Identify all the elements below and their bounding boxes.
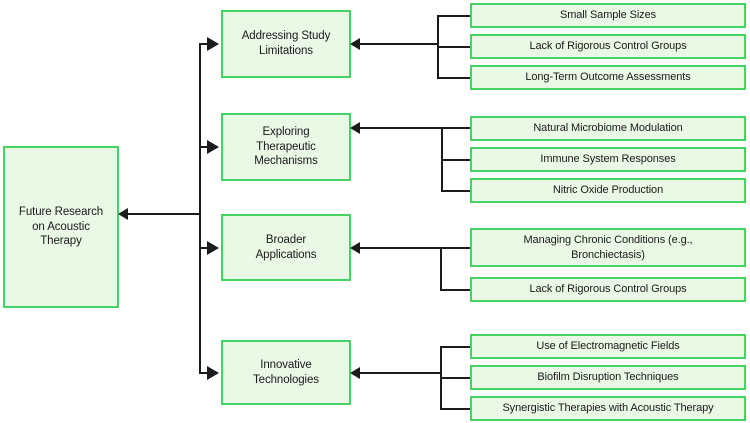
- branch-node-label: Addressing Study Limitations: [241, 30, 331, 57]
- leaf-node-use-of-electromagnetic-fields[interactable]: Use of Electromagnetic Fields: [470, 334, 746, 359]
- leaf-node-label: Biofilm Disruption Techniques: [537, 371, 679, 384]
- leaf-node-managing-chronic-conditions[interactable]: Managing Chronic Conditions (e.g., Bronc…: [470, 228, 746, 267]
- branch-3-inbound-horizontal: [352, 247, 441, 249]
- branch-1-leaf-stub-2: [437, 46, 471, 48]
- leaf-node-label: Lack of Rigorous Control Groups: [529, 283, 687, 296]
- branch-4-inbound-horizontal: [352, 372, 441, 374]
- branch-node-innovative-technologies[interactable]: Innovative Technologies: [221, 340, 351, 405]
- branch-3-arrowhead: [207, 241, 219, 255]
- branch-3-leaf-stub-1: [440, 247, 471, 249]
- branch-1-inbound-arrowhead: [350, 38, 360, 50]
- branch-node-label: Broader Applications: [255, 233, 317, 261]
- root-node-future-research[interactable]: Future Research on Acoustic Therapy: [3, 146, 119, 308]
- branch-2-arrowhead: [207, 140, 219, 154]
- leaf-node-label: Small Sample Sizes: [559, 9, 656, 22]
- branch-2-inbound-arrowhead: [350, 122, 360, 134]
- branch-4-leaf-stub-1: [440, 346, 471, 348]
- leaf-node-label: Immune System Responses: [540, 153, 676, 166]
- branch-1-arrowhead: [207, 37, 219, 51]
- branch-node-label: Innovative Technologies: [253, 358, 319, 386]
- leaf-node-natural-microbiome-modulation[interactable]: Natural Microbiome Modulation: [470, 116, 746, 141]
- branch-1-leaf-stub-3: [437, 77, 471, 79]
- leaf-node-nitric-oxide-production[interactable]: Nitric Oxide Production: [470, 178, 746, 203]
- branch-1-inbound-horizontal: [352, 43, 438, 45]
- spine-to-branch-4-stub: [199, 372, 211, 374]
- branch-node-exploring-therapeutic-mechanisms[interactable]: Exploring Therapeutic Mechanisms: [221, 113, 351, 181]
- branch-4-inbound-arrowhead: [350, 367, 360, 379]
- leaf-node-label: Managing Chronic Conditions (e.g., Bronc…: [523, 234, 693, 261]
- branch-2-leaf-stub-1: [441, 127, 471, 129]
- branch-3-inbound-arrowhead: [350, 242, 360, 254]
- leaf-node-label: Lack of Rigorous Control Groups: [529, 40, 687, 53]
- branch-3-leaf-stub-2: [440, 289, 471, 291]
- branch-node-label: Exploring Therapeutic Mechanisms: [254, 125, 318, 168]
- root-node-label: Future Research on Acoustic Therapy: [18, 205, 104, 248]
- leaf-node-label: Nitric Oxide Production: [552, 184, 664, 197]
- leaf-node-label: Use of Electromagnetic Fields: [536, 340, 680, 353]
- leaf-node-biofilm-disruption-techniques[interactable]: Biofilm Disruption Techniques: [470, 365, 746, 390]
- branch-4-arrowhead: [207, 366, 219, 380]
- leaf-node-synergistic-therapies-with-acoustic-therapy[interactable]: Synergistic Therapies with Acoustic Ther…: [470, 396, 746, 421]
- leaf-node-label: Long-Term Outcome Assessments: [525, 71, 691, 84]
- root-trunk-horizontal: [128, 213, 201, 215]
- spine-to-branch-3-stub: [199, 247, 211, 249]
- leaf-node-lack-of-rigorous-control-groups-b[interactable]: Lack of Rigorous Control Groups: [470, 277, 746, 302]
- branch-2-leaf-stub-2: [441, 159, 471, 161]
- spine-to-branch-1-stub: [199, 43, 211, 45]
- leaf-node-label: Natural Microbiome Modulation: [533, 122, 683, 135]
- leaf-node-long-term-outcome-assessments[interactable]: Long-Term Outcome Assessments: [470, 65, 746, 90]
- leaf-node-small-sample-sizes[interactable]: Small Sample Sizes: [470, 3, 746, 28]
- branch-4-leaf-stub-2: [440, 377, 471, 379]
- spine-to-branch-2-stub: [199, 146, 211, 148]
- leaf-node-immune-system-responses[interactable]: Immune System Responses: [470, 147, 746, 172]
- root-inbound-arrowhead: [118, 208, 128, 220]
- branch-2-inbound-horizontal: [352, 127, 442, 129]
- branch-2-leaf-stub-3: [441, 190, 471, 192]
- branch-spine-vertical: [199, 44, 201, 373]
- leaf-node-lack-of-rigorous-control-groups-a[interactable]: Lack of Rigorous Control Groups: [470, 34, 746, 59]
- branch-1-leaf-stub-1: [437, 15, 471, 17]
- branch-3-leaf-spine: [440, 247, 442, 291]
- branch-node-broader-applications[interactable]: Broader Applications: [221, 214, 351, 281]
- leaf-node-label: Synergistic Therapies with Acoustic Ther…: [502, 402, 714, 415]
- branch-4-leaf-stub-3: [440, 408, 471, 410]
- branch-node-addressing-study-limitations[interactable]: Addressing Study Limitations: [221, 10, 351, 78]
